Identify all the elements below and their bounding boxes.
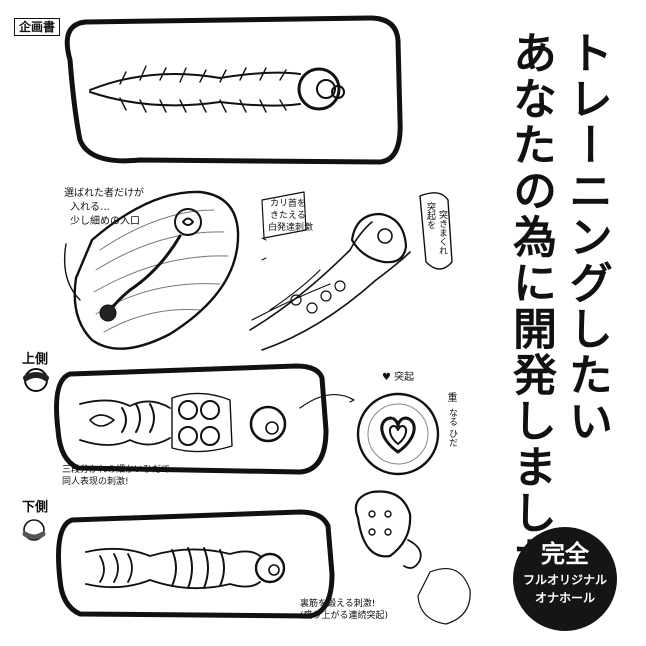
angled-cutaway-sketch [249, 212, 411, 351]
heart-bump-diagram [356, 392, 440, 476]
note-layered-1: 重 [445, 392, 456, 402]
note-kari-2: きたえる [270, 211, 306, 221]
document-tag: 企画書 [14, 18, 61, 36]
note-three-stage-1: 三段分かれの細かいひだで [62, 465, 171, 475]
detail-closeup-diagram [354, 490, 422, 569]
note-bump-2: 突きまくれ [437, 210, 447, 255]
note-bump-1: 突起を [425, 202, 435, 229]
note-underside-1: 裏筋を鍛える刺激! [300, 599, 376, 609]
note-layered-2: なる ひだ [447, 408, 457, 447]
headline-line-1: トレーニングしたい [561, 30, 612, 444]
note-kari-1: カリ首を [270, 199, 307, 209]
lower-cross-section-sketch [56, 509, 335, 619]
tube-perspective-sketch [63, 190, 240, 350]
note-heart-bump: ♥ 突起 [382, 372, 415, 383]
note-chosen-entry-2: 入れる… [70, 202, 110, 213]
note-chosen-entry-1: 選ばれた者だけが [64, 188, 144, 199]
side-marker-diagrams [22, 368, 49, 541]
badge-line-3: オナホール [534, 591, 595, 605]
note-three-stage-2: 同人表现の刺激! [62, 477, 129, 487]
upper-cross-section-sketch [54, 363, 355, 475]
note-kari-3: 白発達刺激 [268, 223, 314, 233]
kari-note-bubble [261, 191, 307, 239]
original-badge: 完全 フルオリジナル オナホール [513, 527, 617, 631]
bump-note-bubble [419, 192, 453, 270]
badge-line-2: フルオリジナル [522, 573, 607, 587]
badge-line-1: 完全 [541, 540, 589, 568]
layered-note-bubble [417, 568, 471, 625]
label-lower-side: 下側 [22, 500, 49, 515]
note-chosen-entry-3: 少し細めの入口 [70, 216, 140, 227]
headline-line-2: あなたの為に開発しました。 [505, 30, 556, 628]
label-upper-side: 上側 [22, 352, 49, 367]
note-underside-2: (盛り上がる連続突起) [300, 611, 389, 621]
top-cross-section-sketch [64, 15, 403, 165]
